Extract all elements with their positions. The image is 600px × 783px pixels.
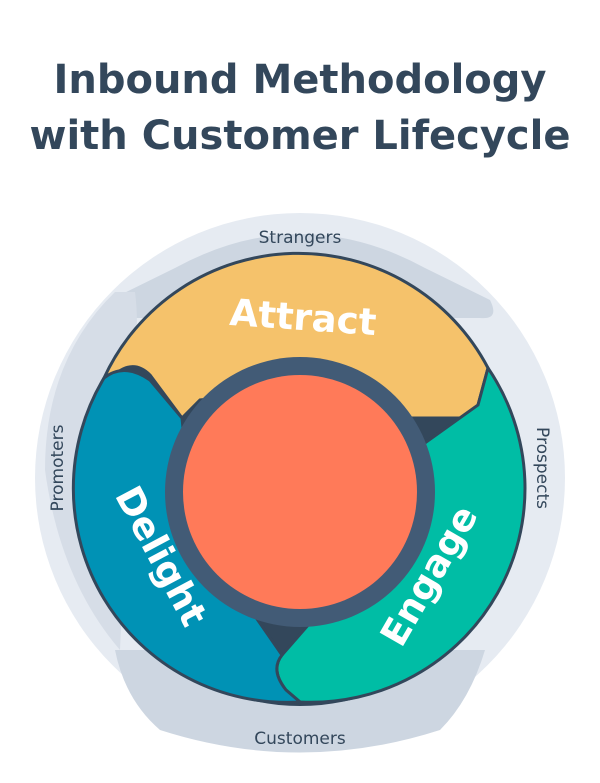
strangers-label: Strangers — [259, 228, 342, 248]
page-title: Inbound Methodology with Customer Lifecy… — [0, 52, 600, 164]
flywheel — [71, 251, 527, 706]
hub — [183, 375, 417, 609]
promoters-label: Promoters — [48, 424, 68, 511]
attract-label: Attract — [228, 291, 377, 344]
prospects-label: Prospects — [532, 427, 552, 509]
customers-label: Customers — [254, 729, 346, 749]
attract-segment — [101, 251, 490, 421]
title-line-2: with Customer Lifecycle — [29, 113, 571, 159]
title-line-1: Inbound Methodology — [53, 57, 547, 103]
